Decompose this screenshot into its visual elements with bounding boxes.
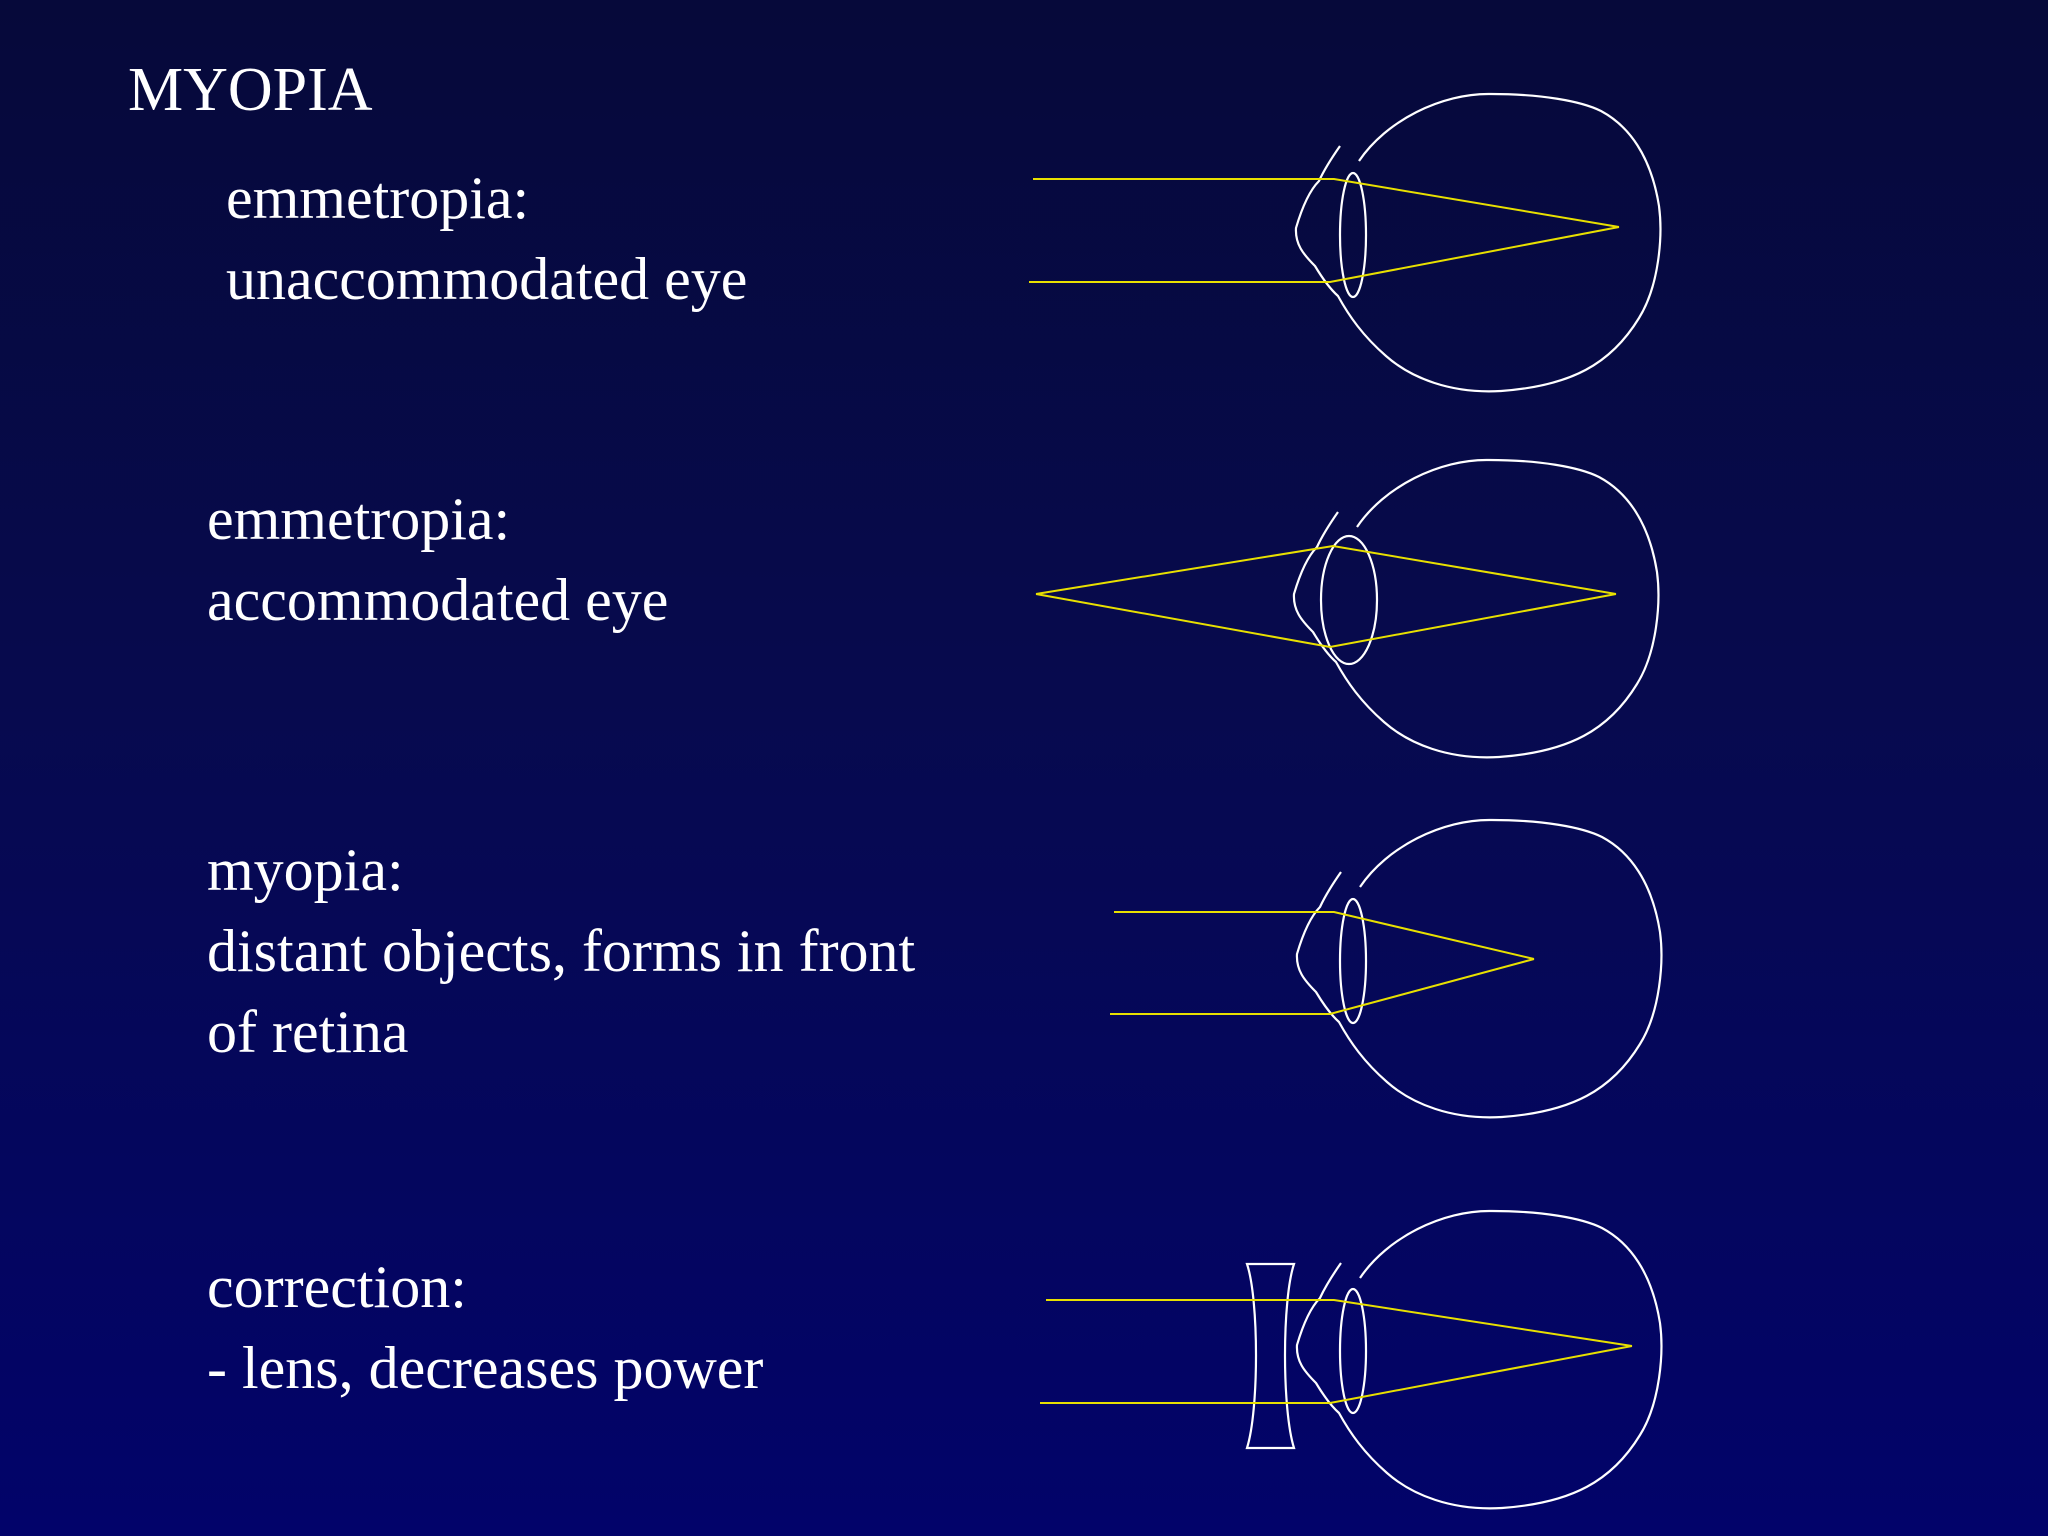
caption-emmetropia-unaccommodated: emmetropia: unaccommodated eye — [226, 158, 747, 320]
caption-line: accommodated eye — [207, 567, 669, 633]
caption-line: of retina — [207, 999, 409, 1065]
crystalline-lens — [1338, 897, 1368, 1025]
light-rays — [1035, 544, 1617, 649]
eyeball-outline — [1294, 92, 1662, 393]
light-rays — [1110, 911, 1535, 1015]
eye-diagram-emmetropia-accommodated — [1035, 458, 1660, 759]
caption-line: distant objects, forms in front — [207, 918, 916, 984]
caption-line: unaccommodated eye — [226, 246, 748, 312]
light-rays — [1040, 1299, 1633, 1404]
caption-emmetropia-accommodated: emmetropia: accommodated eye — [207, 479, 668, 641]
caption-heading: emmetropia: — [226, 165, 530, 231]
caption-heading: correction: — [207, 1254, 467, 1320]
slide-title: MYOPIA — [128, 56, 373, 124]
caption-correction: correction: - lens, decreases power — [207, 1247, 763, 1409]
light-rays — [1029, 178, 1620, 283]
eye-diagram-emmetropia-unaccommodated — [1029, 92, 1662, 393]
caption-myopia: myopia: distant objects, forms in front … — [207, 830, 915, 1073]
eyeball-outline — [1292, 458, 1660, 759]
caption-heading: myopia: — [207, 837, 404, 903]
eye-diagram-myopia — [1110, 818, 1663, 1119]
eyeball-outline — [1295, 1209, 1663, 1510]
crystalline-lens — [1319, 534, 1379, 666]
diverging-lens — [1245, 1262, 1296, 1450]
eye-diagram-correction — [1040, 1209, 1663, 1510]
crystalline-lens — [1338, 1287, 1368, 1415]
caption-heading: emmetropia: — [207, 486, 511, 552]
caption-line: - lens, decreases power — [207, 1335, 764, 1401]
crystalline-lens — [1338, 171, 1368, 299]
eyeball-outline — [1295, 818, 1663, 1119]
